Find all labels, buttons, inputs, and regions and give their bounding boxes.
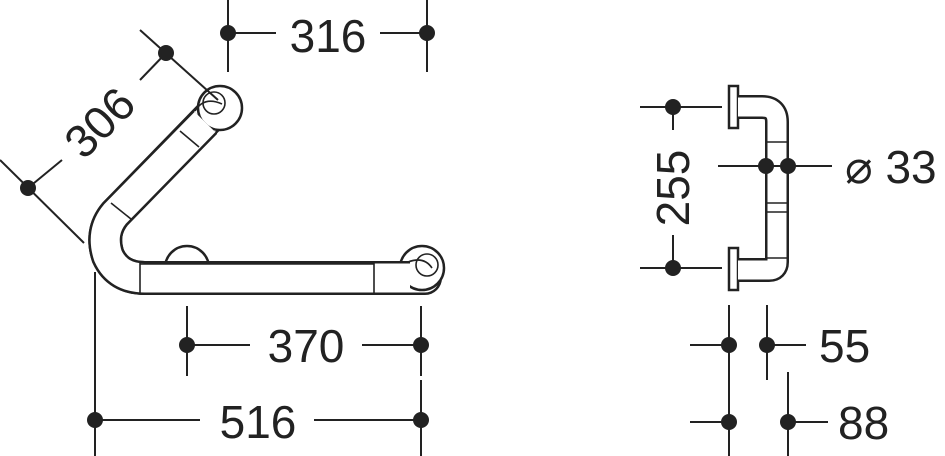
label-88: 88 <box>838 397 889 449</box>
wall-plate-top <box>727 84 740 130</box>
bar-fill-top <box>90 111 410 293</box>
side-view <box>727 84 789 292</box>
label-diameter-33: ⌀ 33 <box>845 141 937 193</box>
label-370: 370 <box>268 320 345 372</box>
bar-end-cap-right <box>407 259 433 269</box>
flange-bottom-right-inner <box>415 253 439 277</box>
label-255: 255 <box>647 150 699 227</box>
label-516: 516 <box>220 396 297 448</box>
dimension-bottom-total: 516 <box>87 272 429 456</box>
front-view <box>88 84 446 295</box>
label-316: 316 <box>290 10 367 62</box>
dimension-side-height: 255 <box>640 99 722 276</box>
dimension-wall-distance-outer: 88 <box>690 372 889 456</box>
dimension-tube-diameter: ⌀ 33 <box>718 141 937 193</box>
dimension-top-width: 316 <box>220 0 435 72</box>
label-306: 306 <box>54 77 145 168</box>
seam-diagonal-1 <box>179 130 200 148</box>
bar-outline-top <box>88 110 410 295</box>
wall-plate-bottom <box>727 246 740 292</box>
bar-end-cap-upper <box>194 100 223 112</box>
dimension-bottom-inner: 370 <box>179 306 429 376</box>
side-tube-fill <box>738 97 787 280</box>
dimension-wall-distance-inner: 55 <box>690 305 870 456</box>
label-55: 55 <box>819 320 870 372</box>
seam-diagonal-2 <box>110 202 132 220</box>
